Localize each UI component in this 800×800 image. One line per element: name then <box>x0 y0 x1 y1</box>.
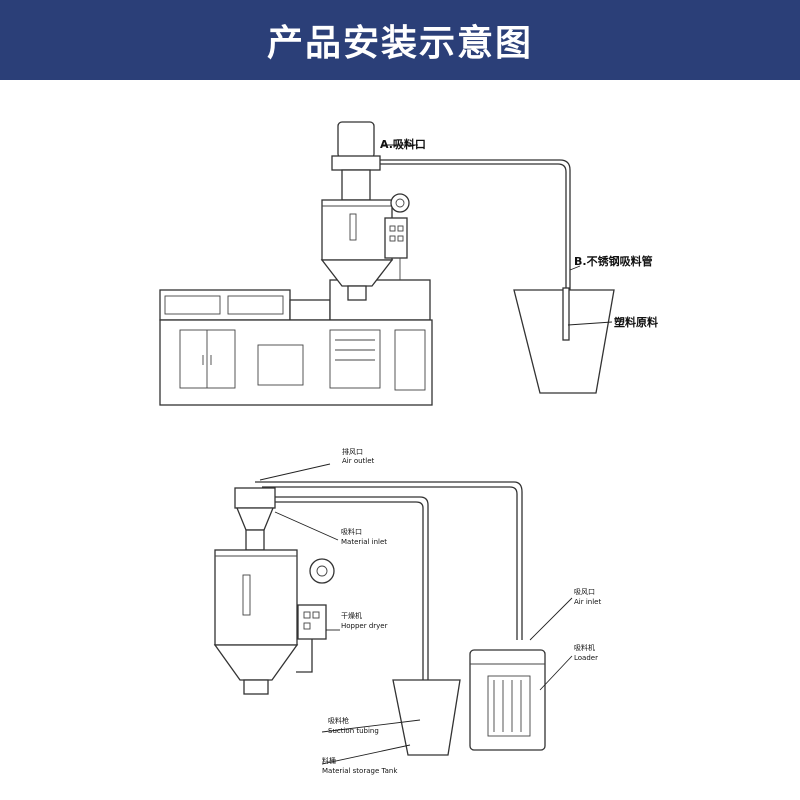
label-storage-tank-cn: 料桶 <box>322 756 336 765</box>
top-hopper-dryer <box>320 121 410 301</box>
label-stainless-tube: B.不锈钢吸料管 <box>574 254 653 268</box>
bottom-loader <box>469 649 546 751</box>
title-banner: 产品安装示意图 <box>0 0 800 80</box>
label-suction-tubing-en: Suction tubing <box>328 727 379 735</box>
top-diagram: A.吸料口 B.不锈钢吸料管 塑料原料 <box>159 121 658 406</box>
top-material-bin <box>513 287 615 394</box>
bottom-storage-tank <box>392 679 461 756</box>
injection-machine <box>159 279 433 406</box>
label-air-inlet-cn: 吸风口 <box>574 588 595 596</box>
label-suction-inlet: A.吸料口 <box>380 137 426 151</box>
label-air-outlet-en: Air outlet <box>342 457 375 465</box>
bottom-diagram: 排风口 Air outlet 吸料口 Material inlet 干燥机 Ho… <box>213 447 601 775</box>
label-material-inlet-cn: 吸料口 <box>341 527 362 536</box>
label-air-inlet-en: Air inlet <box>574 598 601 606</box>
bottom-hopper-dryer <box>213 487 335 695</box>
label-hopper-dryer-cn: 干燥机 <box>341 611 362 620</box>
label-air-outlet-cn: 排风口 <box>342 447 363 456</box>
label-material-inlet-en: Material inlet <box>341 538 387 546</box>
label-hopper-dryer-en: Hopper dryer <box>341 622 388 630</box>
label-suction-tubing-cn: 吸料枪 <box>328 716 349 725</box>
label-loader-cn: 吸料机 <box>574 643 595 652</box>
label-plastic-material: 塑料原料 <box>614 315 658 329</box>
label-loader-en: Loader <box>574 654 598 662</box>
label-storage-tank-en: Material storage Tank <box>322 767 398 775</box>
page-title: 产品安装示意图 <box>266 23 533 64</box>
